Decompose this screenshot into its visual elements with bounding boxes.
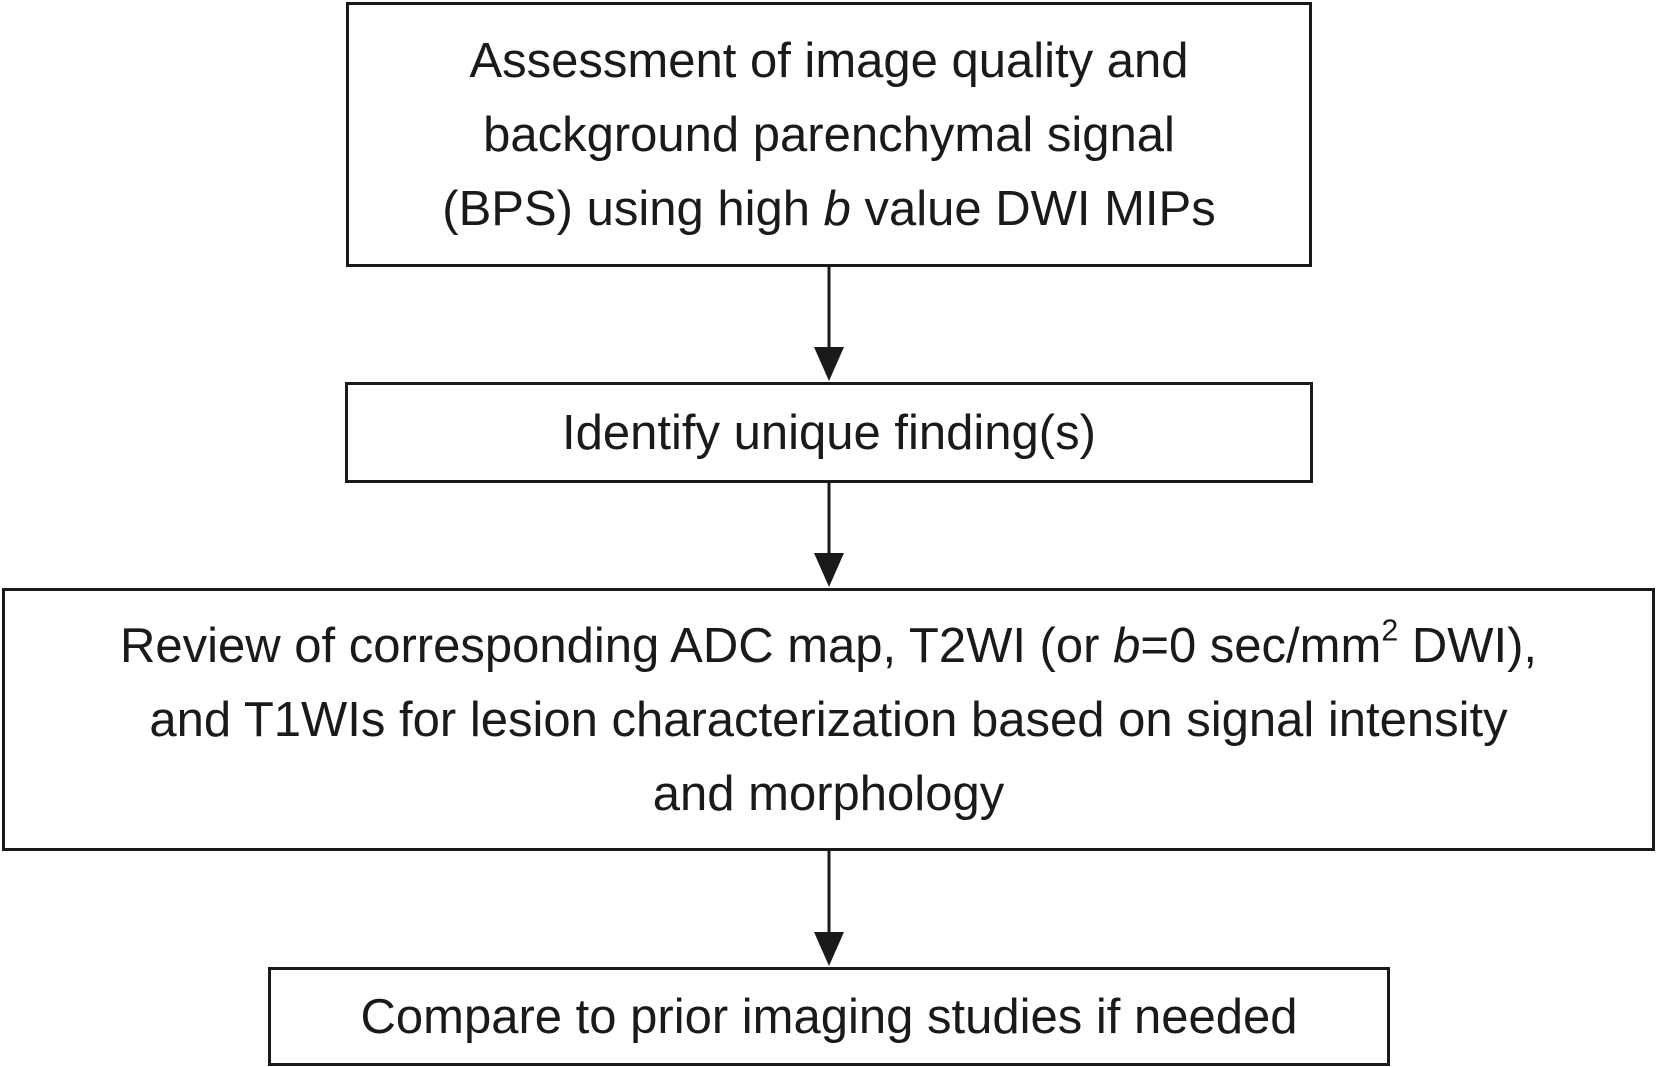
step1-line2: background parenchymal signal <box>483 107 1175 162</box>
step1-line3-post: value DWI MIPs <box>850 181 1216 236</box>
arrow-1-to-2 <box>814 267 844 381</box>
step1-b-italic: b <box>823 181 851 236</box>
step1-line3: (BPS) using high b value DWI MIPs <box>442 172 1215 246</box>
step3-line1-pre: Review of corresponding ADC map, T2WI (o… <box>119 618 1114 673</box>
step3-line2: and T1WIs for lesion characterization ba… <box>149 692 1508 747</box>
step3-superscript: 2 <box>1381 613 1399 648</box>
step-compare-prior-studies-box: Compare to prior imaging studies if need… <box>268 967 1390 1066</box>
step3-line1: Review of corresponding ADC map, T2WI (o… <box>120 609 1537 683</box>
step1-line1: Assessment of image quality and <box>469 33 1189 88</box>
step3-b-italic: b <box>1113 618 1141 673</box>
step4-line1: Compare to prior imaging studies if need… <box>360 989 1298 1044</box>
step-assess-image-quality-box: Assessment of image quality and backgrou… <box>346 2 1312 267</box>
step2-line1: Identify unique finding(s) <box>562 405 1096 460</box>
step1-line3-pre: (BPS) using high <box>442 181 824 236</box>
step3-line1-mid: =0 sec/mm <box>1140 618 1382 673</box>
arrow-3-to-4 <box>814 851 844 966</box>
step-identify-findings-box: Identify unique finding(s) <box>345 382 1313 483</box>
arrow-2-to-3 <box>814 483 844 587</box>
step-review-characterization-box: Review of corresponding ADC map, T2WI (o… <box>2 588 1655 851</box>
step3-line1-post: DWI), <box>1398 618 1538 673</box>
step3-line3: and morphology <box>652 766 1005 821</box>
